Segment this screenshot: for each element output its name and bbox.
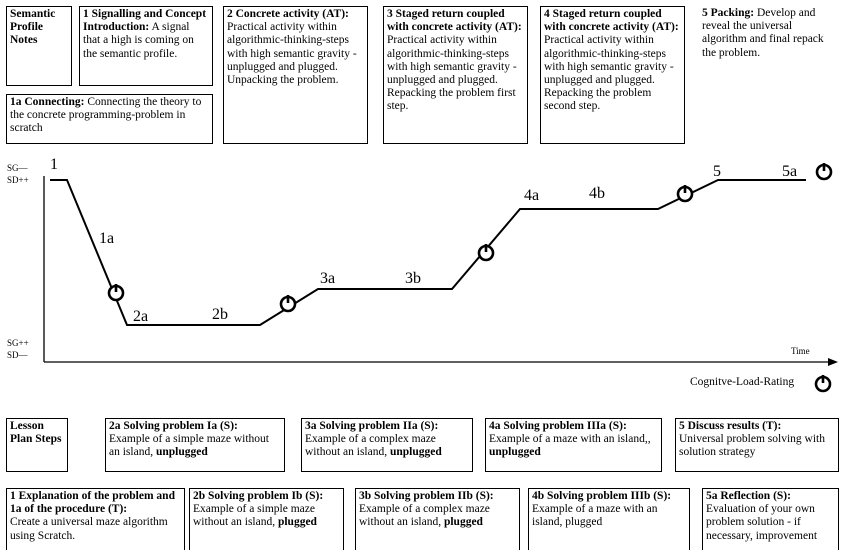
step-2a-box: 2a Solving problem Ia (S): Example of a … [105, 418, 285, 472]
box-4-staged-return: 4 Staged return coupled with concrete ac… [540, 6, 685, 144]
step-5-box: 5 Discuss results (T): Universal problem… [675, 418, 839, 472]
x-axis-arrow [828, 358, 838, 366]
legend-label: Cognitve-Load-Rating [690, 376, 795, 390]
step-5a-text: Evaluation of your own problem solution … [706, 503, 818, 542]
step-2b-box: 2b Solving problem Ib (S): Example of a … [189, 488, 344, 550]
point-label-2a: 2a [133, 308, 149, 325]
step-2b-title: 2b Solving problem Ib (S): [193, 490, 324, 502]
step-4b-title: 4b Solving problem IIIb (S): [532, 490, 672, 502]
cognitive-load-legend-icon [814, 375, 832, 393]
box-2-title: 2 Concrete activity (AT): [227, 8, 349, 20]
x-axis-label: Time [791, 346, 810, 356]
step-4a-bold: unplugged [489, 446, 541, 459]
y-bot-label-1: SG++ [7, 338, 29, 348]
cognitive-load-marker-4 [676, 185, 694, 203]
step-1-title: 1 Explanation of the problem and 1a of t… [10, 490, 175, 516]
box-1-signalling: 1 Signalling and Concept Introduction: A… [79, 6, 213, 86]
point-label-4b: 4b [589, 185, 605, 202]
point-label-2b: 2b [212, 306, 228, 323]
cognitive-load-marker-5 [815, 163, 833, 181]
step-5-title: 5 Discuss results (T): [679, 420, 782, 432]
point-label-1: 1 [50, 156, 58, 173]
step-3a-bold: unplugged [389, 446, 442, 459]
step-3b-box: 3b Solving problem IIb (S): Example of a… [355, 488, 520, 550]
box-5-packing: 5 Packing: Develop and reveal the univer… [699, 6, 839, 144]
lesson-plan-steps-box: Lesson Plan Steps [6, 418, 68, 472]
step-2b-bold: plugged [277, 516, 317, 529]
semantic-profile-notes-label: Semantic Profile Notes [10, 8, 56, 47]
y-top-label-1: SG— [7, 163, 28, 173]
step-4a-box: 4a Solving problem IIIa (S): Example of … [485, 418, 662, 472]
step-2a-bold: unplugged [155, 446, 208, 459]
cognitive-load-marker-3 [477, 244, 495, 262]
box-5-title: 5 Packing: [702, 7, 755, 19]
step-3b-text: Example of a complex maze without an isl… [359, 503, 490, 529]
box-3-text: Practical activity within algorithmic-th… [387, 34, 517, 113]
step-4b-box: 4b Solving problem IIIb (S): Example of … [528, 488, 690, 550]
step-5a-title: 5a Reflection (S): [706, 490, 791, 502]
point-label-5: 5 [713, 163, 721, 180]
box-1a-title: 1a Connecting: [10, 96, 85, 108]
box-1a-connecting: 1a Connecting: Connecting the theory to … [6, 94, 213, 144]
box-1a-text: Connecting the theory to the concrete pr… [10, 96, 202, 135]
y-top-label-2: SD++ [7, 175, 29, 185]
step-3a-box: 3a Solving problem IIa (S): Example of a… [301, 418, 473, 472]
box-1-text: A signal that a high is coming on the se… [83, 21, 194, 60]
cognitive-load-marker-1 [107, 284, 125, 302]
step-1-text: Create a universal maze algorithm using … [10, 516, 168, 542]
step-2b-text: Example of a simple maze without an isla… [193, 503, 315, 529]
step-4b-text: Example of a maze with an island, plugge… [532, 503, 658, 529]
point-label-3b: 3b [405, 270, 421, 287]
y-bot-label-2: SD— [7, 350, 28, 360]
box-2-concrete-activity: 2 Concrete activity (AT): Practical acti… [223, 6, 368, 144]
box-2-text: Practical activity within algorithmic-th… [227, 21, 357, 87]
semantic-profile-notes-box: Semantic Profile Notes [6, 6, 72, 86]
cognitive-load-marker-2 [279, 295, 297, 313]
point-label-5a: 5a [782, 163, 798, 180]
box-3-title: 3 Staged return coupled with concrete ac… [387, 8, 522, 34]
box-1-title: 1 Signalling and Concept Introduction: [83, 8, 207, 34]
box-4-title: 4 Staged return coupled with concrete ac… [544, 8, 679, 34]
step-3b-bold: plugged [443, 516, 483, 529]
box-5-text: Develop and reveal the universal algorit… [702, 7, 824, 59]
step-4a-title: 4a Solving problem IIIa (S): [489, 420, 627, 432]
box-3-staged-return: 3 Staged return coupled with concrete ac… [383, 6, 528, 144]
point-label-4a: 4a [524, 187, 540, 204]
step-2a-text: Example of a simple maze without an isla… [109, 433, 269, 459]
profile-line [50, 179, 806, 326]
point-label-3a: 3a [320, 270, 336, 287]
step-5-text: Universal problem solving with solution … [679, 433, 825, 459]
lesson-plan-steps-label: Lesson Plan Steps [10, 420, 62, 446]
step-2a-title: 2a Solving problem Ia (S): [109, 420, 238, 432]
step-4a-text: Example of a maze with an island,, [489, 433, 651, 446]
point-label-1a: 1a [99, 230, 115, 247]
step-3b-title: 3b Solving problem IIb (S): [359, 490, 494, 502]
step-3a-title: 3a Solving problem IIa (S): [305, 420, 439, 432]
step-1-box: 1 Explanation of the problem and 1a of t… [6, 488, 185, 550]
step-3a-text: Example of a complex maze without an isl… [305, 433, 436, 459]
box-4-text: Practical activity within algorithmic-th… [544, 34, 674, 113]
step-5a-box: 5a Reflection (S): Evaluation of your ow… [702, 488, 839, 550]
